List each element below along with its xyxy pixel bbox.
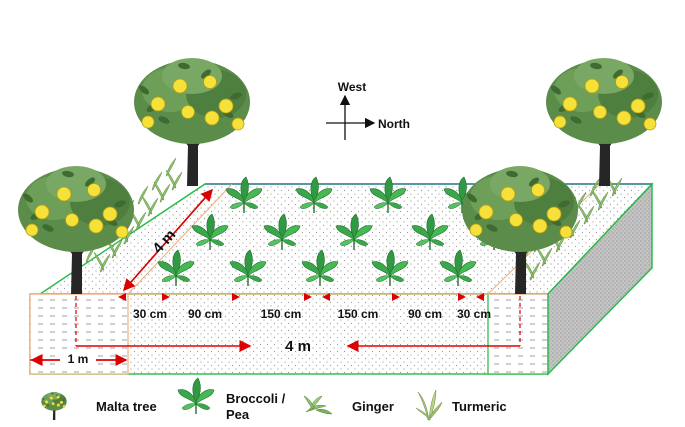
spacing-label-6: 30 cm bbox=[457, 307, 491, 321]
bed-right-side-face bbox=[547, 182, 653, 376]
border-label: 1 m bbox=[68, 352, 89, 366]
legend-broccoli-label-line1: Broccoli / bbox=[226, 391, 286, 406]
legend-turmeric-label: Turmeric bbox=[452, 399, 507, 414]
legend-broccoli-icon bbox=[177, 377, 215, 415]
compass-north-label: North bbox=[378, 117, 410, 131]
spacing-label-5: 90 cm bbox=[408, 307, 442, 321]
malta-tree-back-left bbox=[133, 57, 251, 187]
compass-west-label: West bbox=[338, 80, 366, 94]
legend-ginger-icon bbox=[303, 395, 333, 415]
legend: Malta tree Broccoli / Pea Ginger Turmeri… bbox=[41, 377, 507, 422]
compass-rose bbox=[326, 94, 376, 140]
legend-malta-tree-icon bbox=[41, 391, 67, 421]
bed-right-end-strip bbox=[487, 293, 549, 375]
malta-tree-back-right bbox=[545, 57, 663, 187]
spacing-label-4: 150 cm bbox=[338, 307, 379, 321]
length-label: 4 m bbox=[285, 338, 311, 355]
spacing-label-3: 150 cm bbox=[261, 307, 302, 321]
spacing-markers bbox=[118, 293, 484, 301]
legend-malta-tree-label: Malta tree bbox=[96, 399, 157, 414]
legend-turmeric-icon bbox=[415, 389, 443, 421]
legend-broccoli-label-line2: Pea bbox=[226, 407, 250, 422]
spacing-label-2: 90 cm bbox=[188, 307, 222, 321]
spacing-label-1: 30 cm bbox=[133, 307, 167, 321]
legend-ginger-label: Ginger bbox=[352, 399, 394, 414]
